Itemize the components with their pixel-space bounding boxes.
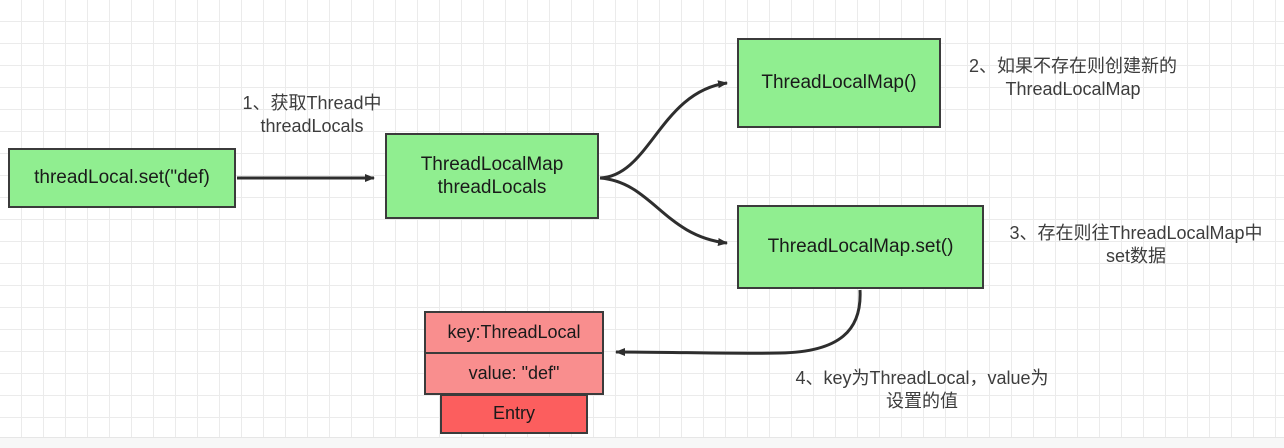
entry-name-cell[interactable]: Entry <box>440 394 588 434</box>
node-threadlocal-set[interactable]: threadLocal.set("def) <box>8 148 236 208</box>
node-threadlocalmap-threadlocals[interactable]: ThreadLocalMap threadLocals <box>385 133 599 219</box>
edge-threadlocals-to-tlmapset <box>599 176 728 246</box>
edge-threadlocals-to-ctor <box>599 80 728 180</box>
node-threadlocalmap-set[interactable]: ThreadLocalMap.set() <box>737 205 984 289</box>
footer-strip <box>0 437 1284 448</box>
node-threadlocalmap-constructor[interactable]: ThreadLocalMap() <box>737 38 941 128</box>
entry-value-cell[interactable]: value: "def" <box>424 352 604 395</box>
entry-key-cell[interactable]: key:ThreadLocal <box>424 311 604 354</box>
label-step-1: 1、获取Thread中 threadLocals <box>242 93 382 137</box>
label-step-3: 3、存在则往ThreadLocalMap中 set数据 <box>1009 223 1263 267</box>
edge-tlmapset-to-entry <box>615 289 862 357</box>
label-step-2: 2、如果不存在则创建新的 ThreadLocalMap <box>968 56 1177 100</box>
label-step-4: 4、key为ThreadLocal，value为 设置的值 <box>795 368 1049 412</box>
